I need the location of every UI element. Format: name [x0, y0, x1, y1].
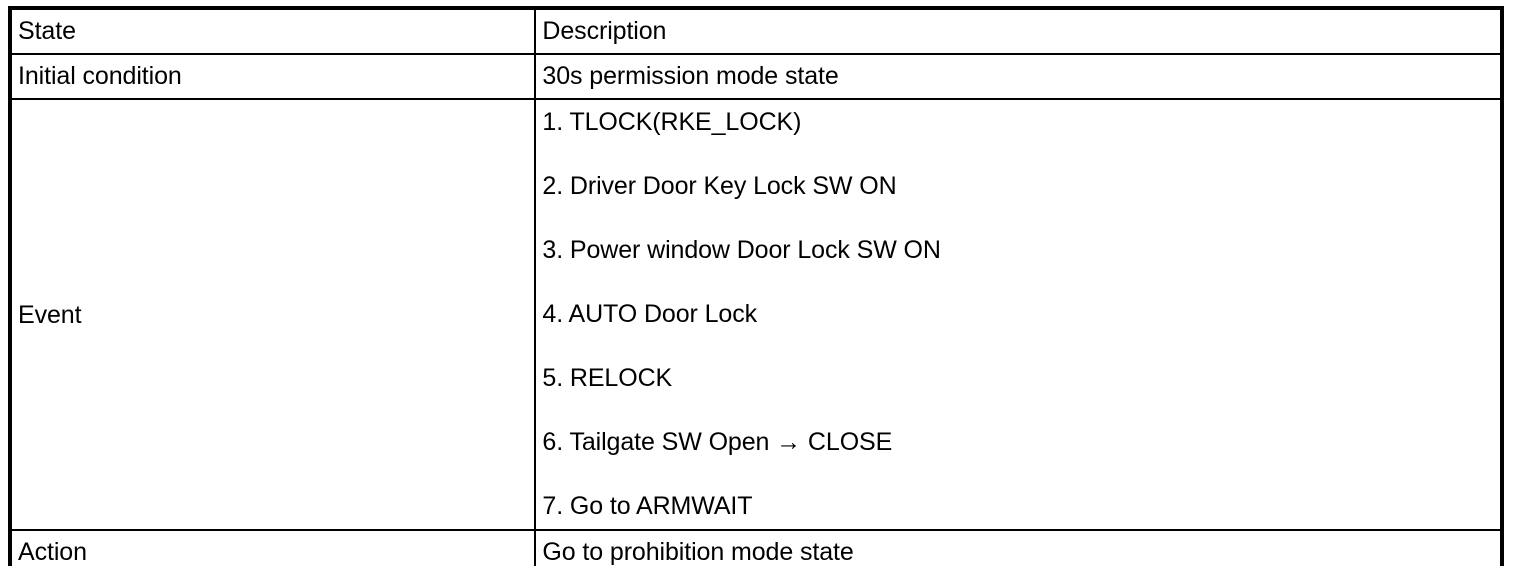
list-item: 4. AUTO Door Lock: [542, 300, 758, 328]
cell-event-label: Event: [8, 98, 537, 531]
column-header-state: State: [18, 17, 76, 45]
list-item: 7. Go to ARMWAIT: [542, 492, 753, 520]
list-item: 5. RELOCK: [542, 364, 673, 392]
list-item: 1. TLOCK(RKE_LOCK): [542, 108, 802, 136]
cell-action-value: Go to prohibition mode state: [534, 529, 1503, 566]
table-row: Initial condition 30s permission mode st…: [8, 53, 1503, 100]
state-description-table: State Description Initial condition 30s …: [8, 6, 1504, 566]
table-header-row: State Description: [8, 7, 1503, 55]
initial-condition-value: 30s permission mode state: [542, 62, 839, 90]
initial-condition-label: Initial condition: [18, 62, 182, 90]
cell-initial-condition-label: Initial condition: [8, 53, 537, 100]
cell-event-list: 1. TLOCK(RKE_LOCK) 2. Driver Door Key Lo…: [534, 98, 1503, 531]
action-label: Action: [18, 538, 87, 566]
header-cell-description: Description: [534, 7, 1503, 55]
table-row: Action Go to prohibition mode state: [8, 529, 1503, 566]
list-item: 2. Driver Door Key Lock SW ON: [542, 172, 897, 200]
event-label: Event: [18, 300, 82, 329]
table-row: Event 1. TLOCK(RKE_LOCK) 2. Driver Door …: [8, 98, 1503, 531]
cell-action-label: Action: [8, 529, 537, 566]
event-step-list: 1. TLOCK(RKE_LOCK) 2. Driver Door Key Lo…: [536, 100, 1500, 529]
cell-initial-condition-value: 30s permission mode state: [534, 53, 1503, 100]
list-item: 3. Power window Door Lock SW ON: [542, 236, 941, 264]
header-cell-state: State: [8, 7, 537, 55]
list-item: 6. Tailgate SW Open → CLOSE: [542, 428, 893, 456]
column-header-description: Description: [542, 17, 667, 45]
action-value: Go to prohibition mode state: [542, 538, 854, 566]
